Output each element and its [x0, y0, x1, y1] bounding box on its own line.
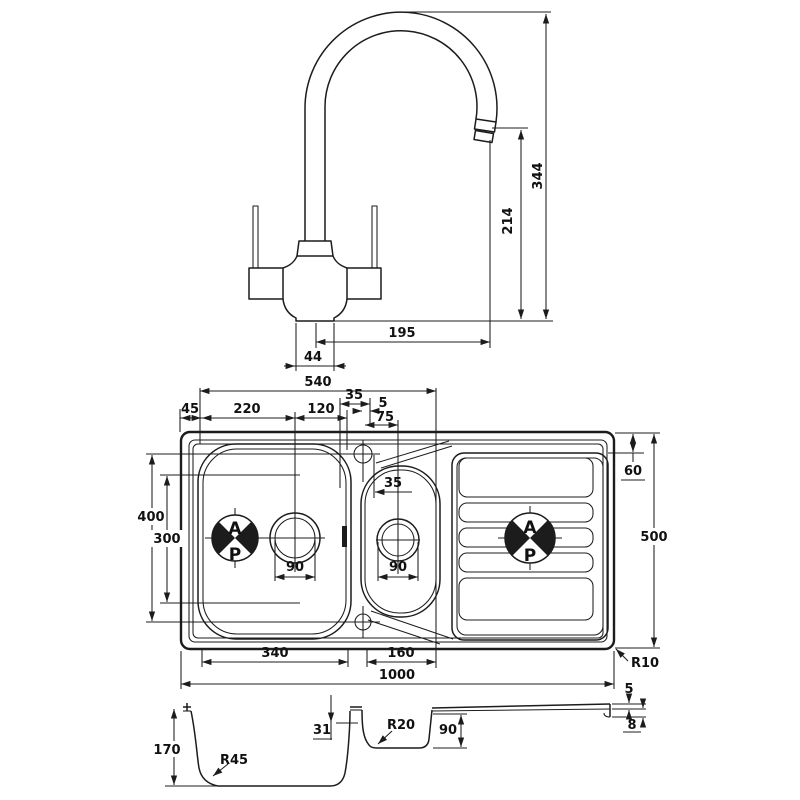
tap-spout-outer	[304, 11, 498, 241]
half-bowl-inner	[364, 469, 437, 614]
reg-letter-a: A	[228, 519, 242, 539]
dim-1000: 1000	[379, 668, 415, 683]
half-drain	[376, 420, 420, 574]
main-drain	[265, 412, 325, 572]
dim-5-tap: 5	[378, 396, 387, 411]
dim-tap-spout-height: 214	[501, 207, 516, 234]
dim-tap-overall-height: 344	[531, 162, 546, 189]
dim-31: 31	[313, 723, 331, 738]
dim-r45: R45	[220, 753, 248, 768]
registration-mark-bowl: A P	[205, 508, 265, 568]
tap-collar	[296, 240, 334, 257]
dim-90-main: 90	[286, 560, 304, 575]
dim-300: 300	[153, 532, 180, 547]
tap-shoulder-left	[282, 255, 298, 269]
dim-r20: R20	[387, 718, 415, 733]
tap-base	[282, 298, 348, 322]
half-bowl	[360, 465, 441, 618]
dim-170: 170	[153, 743, 180, 758]
tap-handle-right	[346, 267, 382, 300]
dim-400: 400	[137, 510, 164, 525]
dim-500: 500	[640, 530, 667, 545]
dim-35-tap: 35	[345, 388, 363, 403]
tap-elevation-view: 344 214 195 44	[248, 11, 553, 371]
tap-hole-top	[146, 440, 380, 482]
tap-lever-left	[252, 205, 259, 269]
tap-handle-left	[248, 267, 284, 300]
section-main-bowl	[190, 710, 351, 787]
drainer-panel	[451, 452, 609, 641]
sink-plan-view: A P A P 540 45 220 120 35	[134, 375, 671, 689]
tap-aerator-band	[473, 118, 497, 133]
dim-r10: R10	[631, 656, 659, 671]
sink-section-view: 170 R45 31 R20 90 5 8	[153, 682, 647, 787]
dim-220: 220	[233, 402, 260, 417]
brand-mark	[342, 526, 347, 547]
dim-160: 160	[387, 646, 414, 661]
dim-8-lip: 8	[627, 718, 636, 733]
dim-90-depth: 90	[439, 723, 457, 738]
reg-letter-a2: A	[523, 518, 537, 538]
dim-45: 45	[181, 402, 199, 417]
tap-spout-tip	[473, 129, 495, 144]
dim-5-rim: 5	[624, 682, 633, 697]
dim-tap-reach: 195	[388, 326, 415, 341]
dim-35-halfbowl: 35	[384, 476, 402, 491]
dim-tap-base-width: 44	[304, 350, 322, 365]
dim-75: 75	[376, 410, 394, 425]
tap-hole-bottom	[146, 606, 380, 638]
section-half-bowl	[361, 709, 433, 749]
dim-540: 540	[304, 375, 331, 390]
dim-60: 60	[624, 464, 642, 479]
dim-340: 340	[261, 646, 288, 661]
tap-shoulder-right	[332, 255, 348, 269]
reg-letter-p: P	[229, 545, 241, 565]
tap-spout-inner	[324, 30, 478, 241]
main-bowl	[197, 443, 352, 640]
reg-letter-p2: P	[524, 546, 536, 566]
dim-120: 120	[307, 402, 334, 417]
registration-mark-drainer: A P	[498, 506, 562, 570]
tap-lever-right	[371, 205, 378, 269]
dim-90-half: 90	[389, 560, 407, 575]
